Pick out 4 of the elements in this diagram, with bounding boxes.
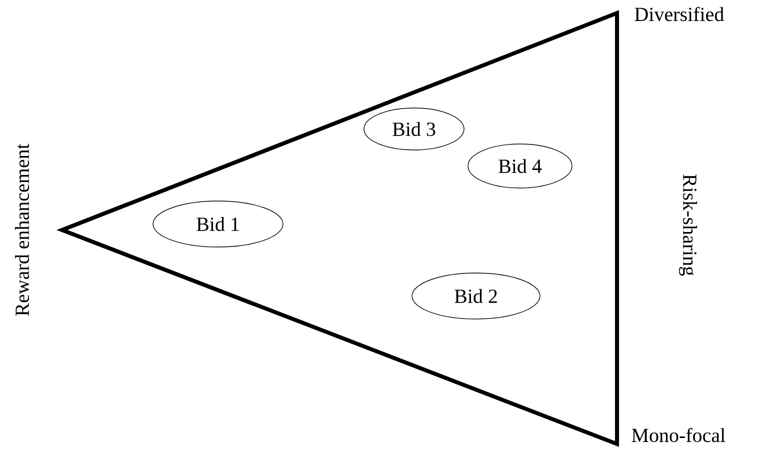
axis-label: Risk-sharing xyxy=(678,174,698,276)
axis-label: Reward enhancement xyxy=(14,144,30,316)
axis-label: Mono-focal xyxy=(632,428,726,442)
axis-label: Diversified xyxy=(634,6,724,22)
